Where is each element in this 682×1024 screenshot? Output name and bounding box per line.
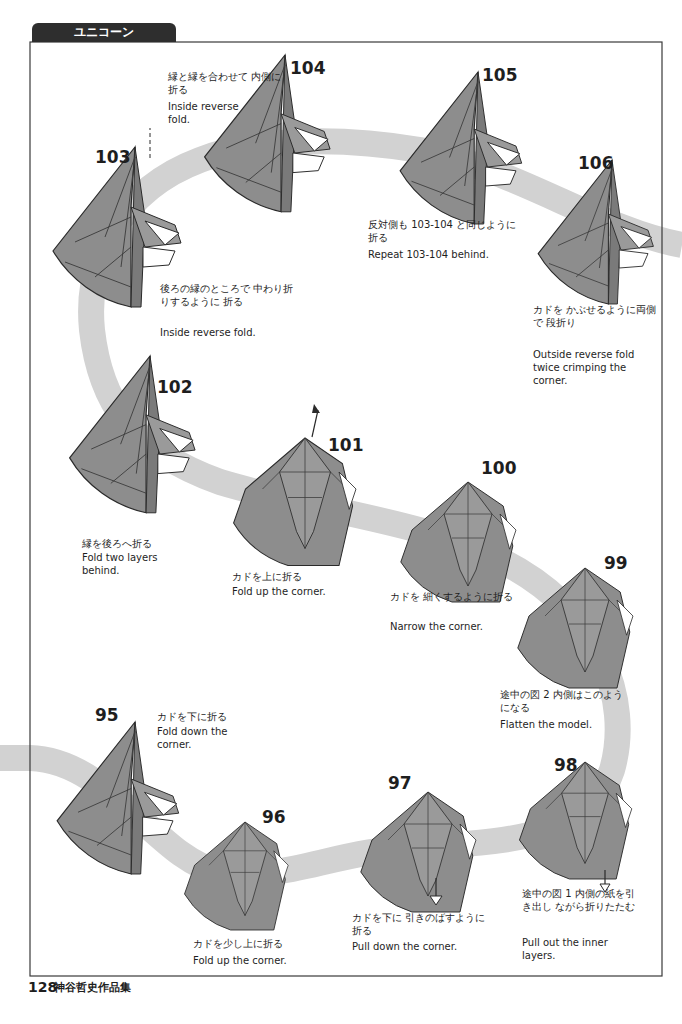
- step-number: 102: [157, 376, 197, 398]
- japanese-instruction: 縁を後ろへ折る: [82, 537, 202, 550]
- english-instruction: Inside reverse fold.: [168, 100, 258, 126]
- english-instruction: Fold down the corner.: [157, 725, 247, 751]
- japanese-instruction: カドを少し上に折る: [193, 937, 333, 950]
- japanese-instruction: カドを下に折る: [157, 710, 287, 723]
- english-instruction: Fold up the corner.: [232, 585, 362, 598]
- english-instruction: Fold two layers behind.: [82, 551, 182, 577]
- english-instruction: Outside reverse fold twice crimping the …: [533, 348, 658, 387]
- step-number: 97: [388, 772, 428, 794]
- title: ユニコーン: [74, 24, 134, 41]
- step-number: 96: [262, 806, 302, 828]
- japanese-instruction: 途中の図 2 内側はこのようになる: [500, 688, 630, 714]
- step-number: 100: [481, 457, 521, 479]
- step-number: 99: [604, 552, 644, 574]
- english-instruction: Pull down the corner.: [352, 940, 492, 953]
- english-instruction: Pull out the inner layers.: [522, 936, 642, 962]
- japanese-instruction: カドを上に折る: [232, 570, 362, 583]
- english-instruction: Repeat 103-104 behind.: [368, 248, 518, 261]
- english-instruction: Inside reverse fold.: [160, 326, 295, 339]
- japanese-instruction: 縁と縁を合わせて 内側に折る: [168, 70, 283, 96]
- english-instruction: Narrow the corner.: [390, 620, 520, 633]
- book-title: 神谷哲史作品集: [54, 981, 214, 995]
- japanese-instruction: 後ろの縁のところで 中わり折りするように 折る: [160, 282, 295, 308]
- step-number: 98: [554, 754, 594, 776]
- step-number: 101: [328, 434, 368, 456]
- step-number: 106: [578, 152, 618, 174]
- english-instruction: Flatten the model.: [500, 718, 630, 731]
- japanese-instruction: カドを下に 引きのばすように折る: [352, 911, 492, 937]
- step-number: 104: [290, 57, 330, 79]
- step-number: 95: [95, 704, 135, 726]
- japanese-instruction: 途中の図 1 内側の紙を引き出し ながら折りたたむ: [522, 887, 642, 913]
- step-number: 105: [482, 64, 522, 86]
- step-number: 103: [95, 146, 135, 168]
- title-tab: ユニコーン: [32, 23, 176, 42]
- japanese-instruction: 反対側も 103-104 と同じように折る: [368, 218, 518, 244]
- japanese-instruction: カドを 細くするように折る: [390, 590, 520, 603]
- japanese-instruction: カドを かぶせるように両側で 段折り: [533, 303, 658, 329]
- english-instruction: Fold up the corner.: [193, 954, 333, 967]
